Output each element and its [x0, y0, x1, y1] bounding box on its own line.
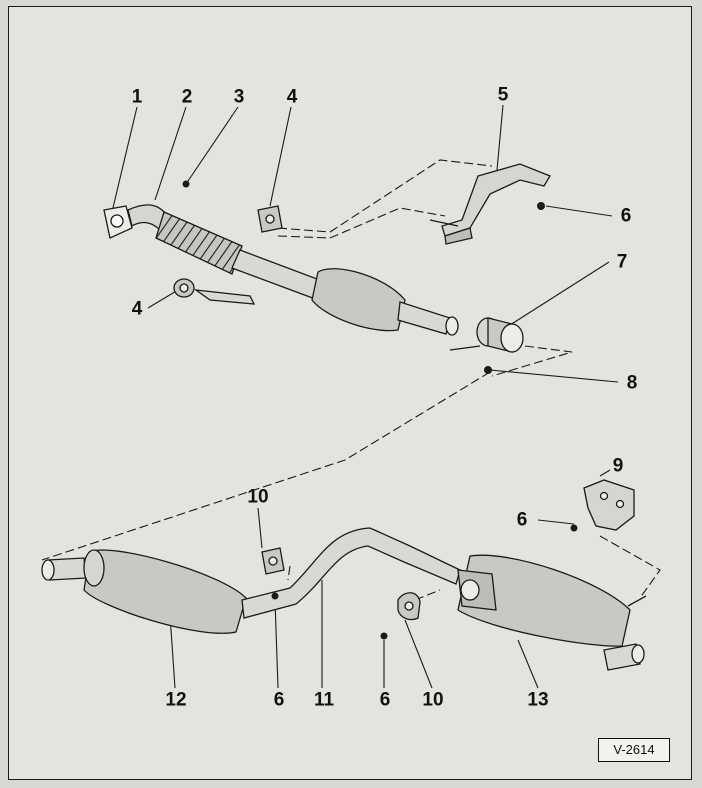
- callout-3: 3: [233, 86, 245, 108]
- assembly-lines: [41, 159, 661, 601]
- front-pipe-assembly: [103, 204, 459, 336]
- callout-4-lower: 4: [131, 298, 143, 320]
- inlet-pipe-end: [41, 559, 55, 581]
- callout-8: 8: [626, 372, 638, 394]
- nut-6-front: [271, 592, 279, 600]
- callout-6-rear: 6: [379, 689, 391, 711]
- figure-reference: V-2614: [598, 738, 670, 762]
- seal-ring-3: [182, 180, 190, 188]
- front-silencer: [83, 549, 247, 634]
- intermediate-pipe: [231, 249, 326, 301]
- support-bracket-5: [429, 163, 551, 245]
- callout-6-upper: 6: [620, 205, 632, 227]
- callout-6-front: 6: [273, 689, 285, 711]
- callout-7: 7: [616, 251, 628, 273]
- rubber-mount-upper: [257, 205, 283, 233]
- tail-pipe: [603, 643, 641, 671]
- flange-bore: [110, 214, 124, 228]
- rear-bracket-9: [583, 479, 635, 531]
- rear-silencer-inlet: [460, 579, 480, 601]
- front-silencer-end: [83, 549, 105, 587]
- rear-exhaust-assembly: [41, 527, 647, 671]
- converter-outlet-end: [445, 316, 459, 336]
- callout-6-bracket: 6: [516, 509, 528, 531]
- clamp-7: [449, 317, 524, 353]
- callout-11: 11: [313, 689, 335, 711]
- callout-1: 1: [131, 86, 143, 108]
- callout-12: 12: [165, 689, 187, 711]
- nut-6-upper: [537, 202, 545, 210]
- rubber-mount-10-rear: [397, 592, 421, 621]
- callout-4-upper: 4: [286, 86, 298, 108]
- nut-6-rear: [380, 632, 388, 640]
- catalytic-converter: [311, 268, 406, 332]
- rubber-mount-lower: [173, 278, 256, 305]
- center-pipe: [241, 527, 461, 619]
- flexible-bellows: [155, 211, 243, 275]
- callout-13: 13: [527, 689, 549, 711]
- rear-hanger-pin: [627, 595, 647, 607]
- nut-8: [484, 366, 492, 374]
- leader-lines: [111, 104, 619, 689]
- rubber-mount-10-front: [261, 547, 285, 575]
- nut-6-bracket: [570, 524, 578, 532]
- converter-outlet-pipe: [397, 301, 451, 335]
- callout-2: 2: [181, 86, 193, 108]
- callout-10-rear: 10: [422, 689, 444, 711]
- callout-9: 9: [612, 455, 624, 477]
- diagram-frame: [8, 6, 692, 780]
- callout-10-front: 10: [247, 486, 269, 508]
- tail-pipe-end: [631, 644, 645, 664]
- callout-5: 5: [497, 84, 509, 106]
